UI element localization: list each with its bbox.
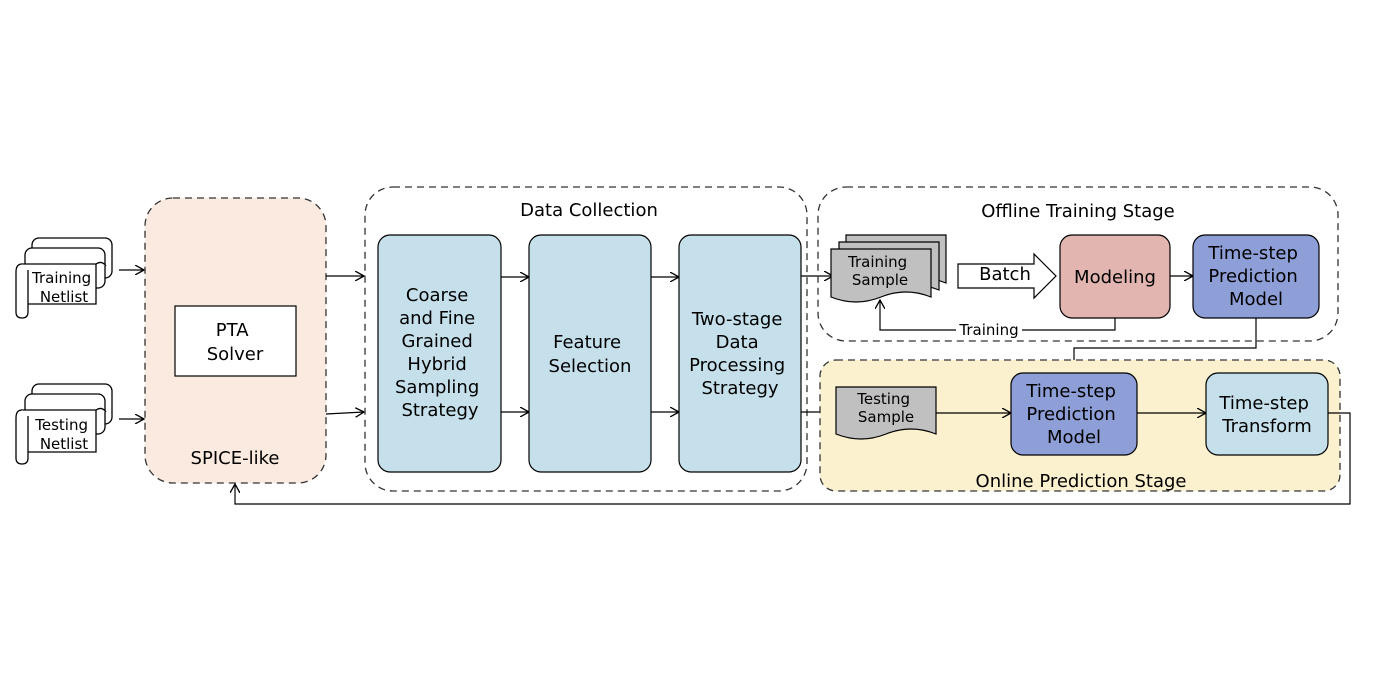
- data-collection-title: Data Collection: [520, 200, 658, 221]
- hybrid-sampling-box: [377, 234, 502, 473]
- online-prediction-title: Online Prediction Stage: [976, 471, 1187, 492]
- spice-like-label: SPICE-like: [191, 448, 280, 469]
- modeling-label: Modeling: [1074, 267, 1156, 288]
- pta-solver-box: [174, 305, 297, 377]
- pta-solver-label: PTA Solver: [207, 320, 264, 365]
- training-sample-label: Training Sample: [847, 253, 912, 289]
- testing-netlist-icon: [15, 383, 113, 465]
- batch-arrow-icon: [957, 252, 1057, 300]
- testing-sample-label: Testing Sample: [856, 390, 915, 426]
- testing-sample-icon: [835, 386, 937, 440]
- batch-label: Batch: [979, 264, 1031, 285]
- feature-selection-label: Feature Selection: [549, 332, 632, 377]
- hybrid-sampling-label: Coarse and Fine Grained Hybrid Sampling …: [395, 285, 485, 421]
- data-processing-box: [678, 234, 802, 473]
- online-prediction-model-box: [1010, 372, 1138, 456]
- training-sample-icon: [830, 234, 947, 303]
- time-step-transform-label: Time-step Transform: [1218, 393, 1314, 437]
- training-loop-line-left: [880, 300, 956, 331]
- arrow-transform-to-spice: [235, 412, 1351, 505]
- testing-netlist-label: Testing Netlist: [34, 416, 93, 453]
- data-processing-label: Two-stage Data Processing Strategy: [689, 309, 791, 399]
- training-netlist-icon: [15, 237, 113, 319]
- data-collection-container: [364, 186, 808, 492]
- offline-prediction-model-label: Time-step Prediction Model: [1207, 243, 1303, 310]
- training-loop-label: Training: [958, 321, 1018, 339]
- training-netlist-label: Training Netlist: [31, 269, 96, 306]
- offline-training-title: Offline Training Stage: [981, 201, 1175, 222]
- online-prediction-model-label: Time-step Prediction Model: [1025, 381, 1121, 448]
- training-loop-line-right: [1022, 318, 1116, 331]
- feature-selection-box: [528, 234, 652, 473]
- arrow-spice-to-collection-bottom: [325, 412, 364, 414]
- time-step-transform-box: [1205, 372, 1329, 456]
- offline-training-container: [817, 186, 1339, 342]
